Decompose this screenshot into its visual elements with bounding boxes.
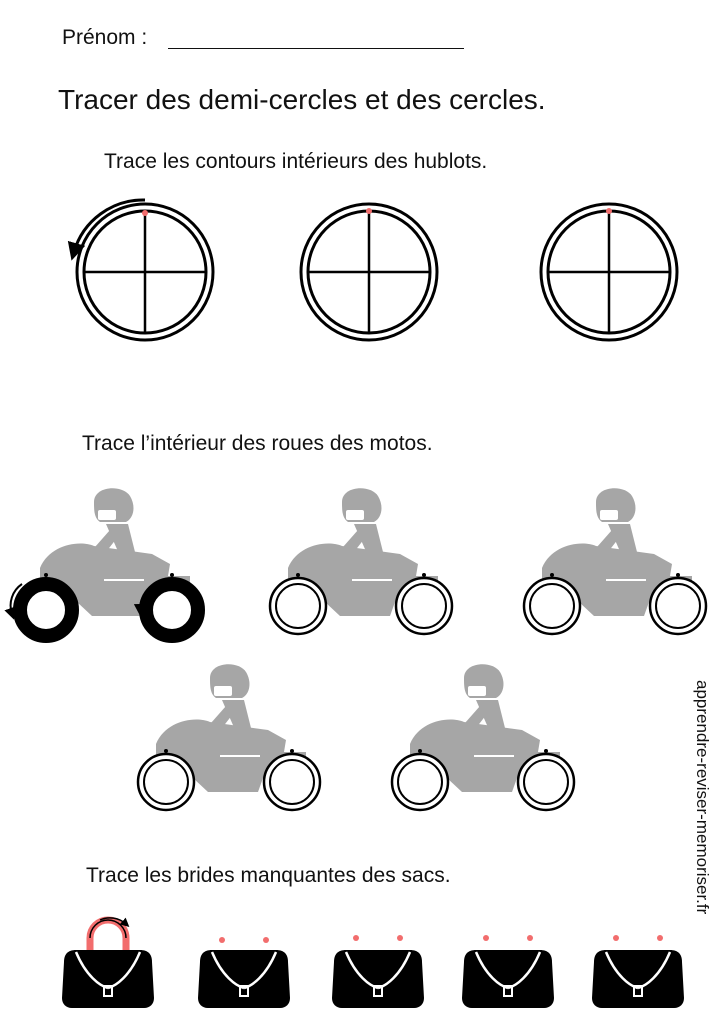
motorcycle-icon[interactable] [268, 487, 454, 636]
handbag-icon[interactable] [60, 916, 156, 1010]
handbag-icon[interactable] [330, 935, 426, 1010]
motorcycle-icon[interactable] [136, 663, 322, 812]
first-name-label: Prénom : [62, 26, 148, 49]
handbag-icon[interactable] [590, 935, 686, 1010]
instruction-motorcycles: Trace l’intérieur des roues des motos. [82, 432, 433, 455]
page-title: Tracer des demi-cercles et des cercles. [58, 84, 546, 115]
instruction-portholes: Trace les contours intérieurs des hublot… [104, 150, 488, 173]
instruction-handbags: Trace les brides manquantes des sacs. [86, 864, 451, 887]
motorcycle-icon[interactable] [4, 487, 205, 643]
porthole-icon[interactable] [539, 202, 679, 342]
motorcycle-icon[interactable] [522, 487, 708, 636]
motorcycle-icon[interactable] [390, 663, 576, 812]
first-name-field[interactable] [168, 48, 464, 49]
porthole-icon[interactable] [299, 202, 439, 342]
handbag-icon[interactable] [460, 935, 556, 1010]
handbag-icon[interactable] [196, 937, 292, 1010]
porthole-icon[interactable] [67, 198, 215, 342]
